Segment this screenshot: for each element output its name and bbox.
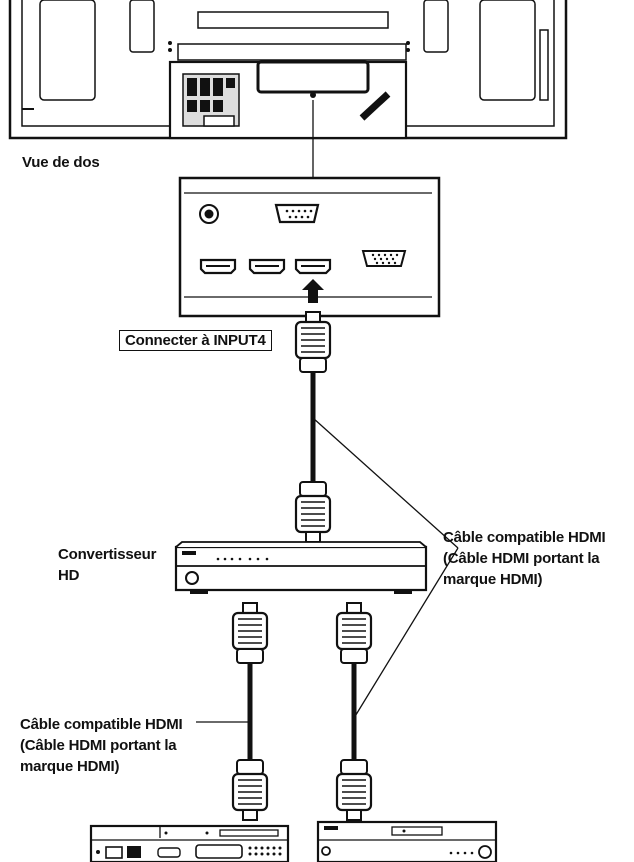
vga-port-icon	[361, 250, 407, 267]
connect-input4-label: Connecter à INPUT4	[119, 330, 272, 351]
rs232-port-icon	[274, 203, 320, 224]
hdmi-cable-top	[294, 310, 332, 544]
source-device-right	[316, 820, 498, 862]
insert-arrow-icon	[302, 279, 324, 303]
tv-back-illustration	[8, 0, 568, 140]
hdmi-port-input3-icon	[248, 258, 286, 275]
hd-converter-label-line-1: Convertisseur	[58, 546, 157, 563]
hdmi-cable-bottom-right	[335, 601, 373, 822]
zoom-callout-lines	[310, 92, 316, 180]
hdmi-cable-label-left-line-3: marque HDMI)	[20, 758, 120, 775]
hdmi-cable-label-right-line-3: marque HDMI)	[443, 571, 543, 588]
hd-converter-label-line-2: HD	[58, 567, 80, 584]
hdmi-cable-label-right-line-2: (Câble HDMI portant la	[443, 550, 600, 567]
back-view-label: Vue de dos	[22, 154, 100, 171]
hd-converter-device	[174, 541, 428, 594]
hdmi-cable-label-right-line-1: Câble compatible HDMI	[443, 529, 606, 546]
hd-converter-label: Convertisseur HD	[58, 544, 156, 586]
hdmi-cable-label-left: Câble compatible HDMI (Câble HDMI portan…	[20, 714, 183, 777]
label-leader-lines	[196, 417, 459, 723]
hdmi-port-input2-icon	[199, 258, 237, 275]
audio-jack-icon	[199, 204, 219, 224]
hdmi-cable-bottom-left	[231, 601, 269, 822]
source-device-left	[89, 824, 290, 862]
hdmi-cable-label-left-line-1: Câble compatible HDMI	[20, 716, 183, 733]
hdmi-cable-label-left-line-2: (Câble HDMI portant la	[20, 737, 177, 754]
hdmi-cable-label-right: Câble compatible HDMI (Câble HDMI portan…	[443, 527, 606, 590]
hdmi-port-input4-icon	[294, 258, 332, 275]
